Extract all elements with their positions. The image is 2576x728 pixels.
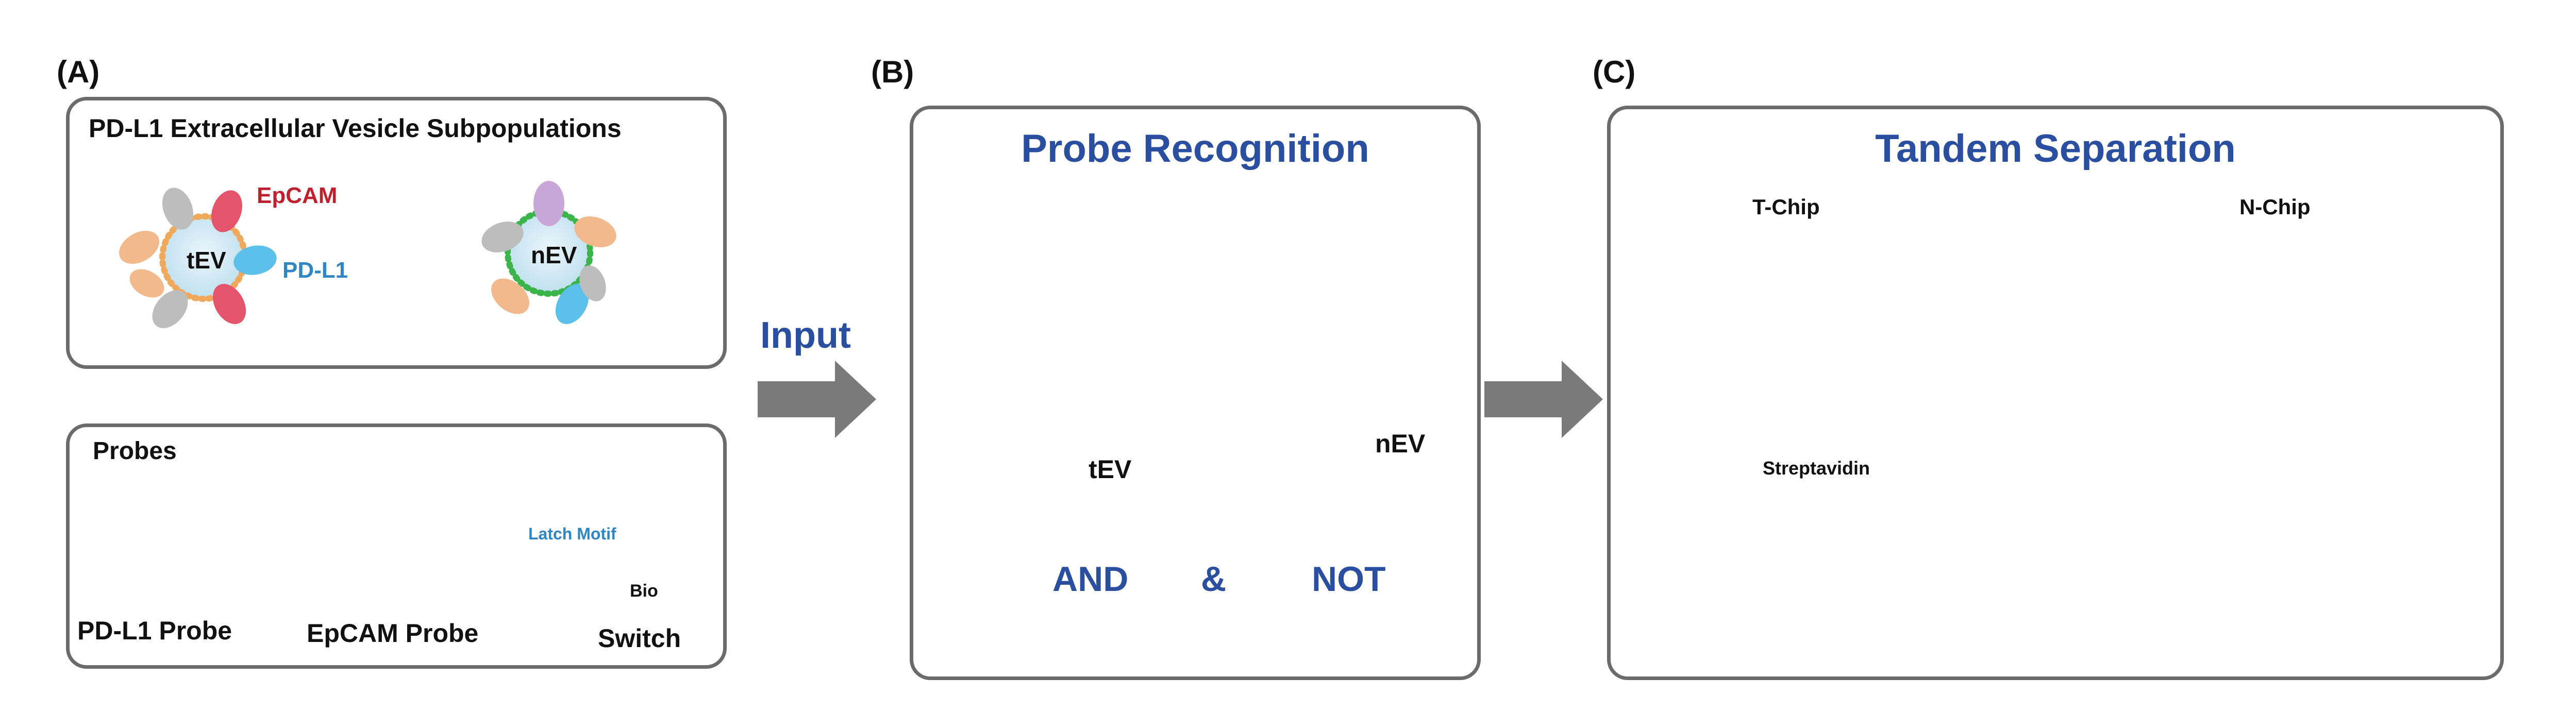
- probe-recognition-title: Probe Recognition: [1021, 127, 1369, 171]
- tev-label-b: tEV: [1089, 455, 1132, 484]
- and-label: AND: [1052, 560, 1129, 599]
- pdl1-probe-label: PD-L1 Probe: [77, 616, 232, 645]
- panel-c-letter: (C): [1593, 55, 1636, 89]
- nev-label-b: nEV: [1375, 429, 1426, 458]
- input-arrow: [758, 361, 876, 438]
- latch-motif-label: Latch Motif: [528, 524, 616, 543]
- separation-arrow: [1484, 361, 1603, 438]
- nchip-label: N-Chip: [2239, 195, 2311, 219]
- subpopulation-box: [66, 97, 727, 369]
- tev-label-a: tEV: [187, 247, 226, 274]
- input-label: Input: [760, 315, 851, 356]
- subpopulation-title: PD-L1 Extracellular Vesicle Subpopulatio…: [89, 114, 622, 143]
- tchip-label: T-Chip: [1752, 195, 1820, 219]
- tandem-separation-title: Tandem Separation: [1875, 127, 2236, 171]
- amp-label: &: [1201, 560, 1227, 599]
- probes-title: Probes: [93, 437, 177, 465]
- probes-box: [66, 424, 727, 669]
- panel-a-letter: (A): [57, 55, 100, 89]
- probe-recognition-box: [910, 106, 1481, 680]
- tev-vesicle-a: [119, 188, 277, 328]
- bio-label: Bio: [630, 581, 658, 601]
- pdl1-label: PD-L1: [282, 258, 348, 283]
- nev-label-a: nEV: [531, 242, 577, 268]
- switch-label: Switch: [598, 624, 681, 653]
- streptavidin-label: Streptavidin: [1763, 458, 1870, 479]
- tandem-separation-box: [1607, 106, 2504, 680]
- nev-vesicle-a: [481, 181, 616, 324]
- not-label: NOT: [1312, 560, 1386, 599]
- epcam-label: EpCAM: [257, 183, 338, 208]
- epcam-probe-label: EpCAM Probe: [307, 619, 479, 648]
- panel-b-letter: (B): [871, 55, 914, 89]
